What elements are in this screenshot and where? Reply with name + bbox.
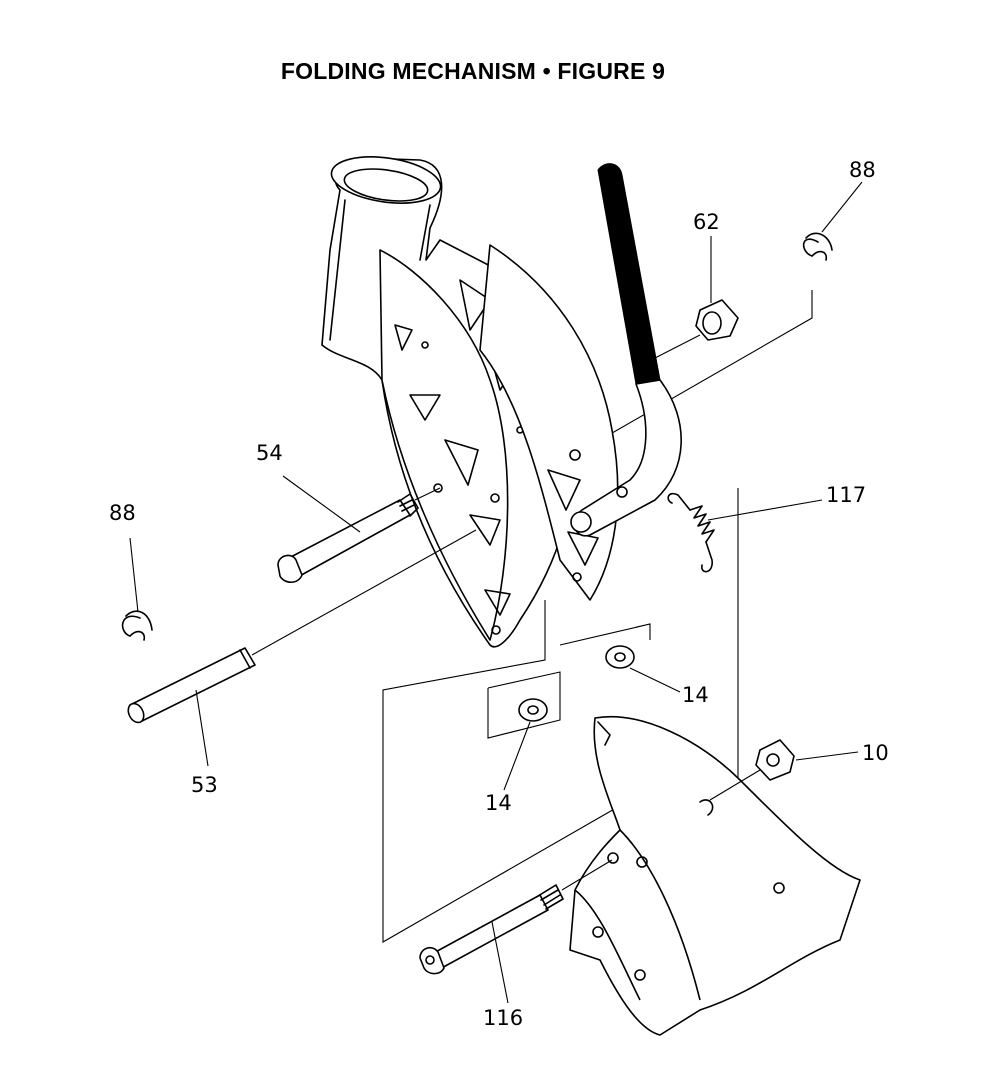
frame-mount (569, 716, 861, 1036)
callout-88-left: 88 (109, 501, 136, 525)
leader-lines (129, 181, 863, 1004)
pivot-pin-53 (127, 529, 477, 724)
washer-14-left (518, 698, 548, 722)
callout-116: 116 (483, 1006, 523, 1030)
bolt-54 (277, 487, 441, 584)
callout-14-right: 14 (682, 683, 709, 707)
nut-10 (709, 739, 795, 801)
folding-bracket (321, 156, 577, 648)
callout-labels: 88 62 54 88 117 14 14 10 53 116 (109, 158, 889, 1030)
nut-62 (654, 299, 739, 359)
callout-117: 117 (826, 483, 866, 507)
figure-title: FOLDING MECHANISM • FIGURE 9 (280, 58, 666, 84)
callout-88-top: 88 (849, 158, 876, 182)
spring-117 (667, 492, 715, 573)
callout-62: 62 (693, 210, 720, 234)
washer-14-right (605, 645, 635, 669)
callout-53: 53 (191, 773, 218, 797)
callout-54: 54 (256, 441, 283, 465)
e-clip-88-left (121, 610, 153, 641)
callout-10: 10 (862, 741, 889, 765)
folding-lever (570, 163, 682, 537)
bolt-116 (419, 859, 613, 975)
e-clip-88-top (802, 232, 833, 261)
callout-14-left: 14 (485, 791, 512, 815)
